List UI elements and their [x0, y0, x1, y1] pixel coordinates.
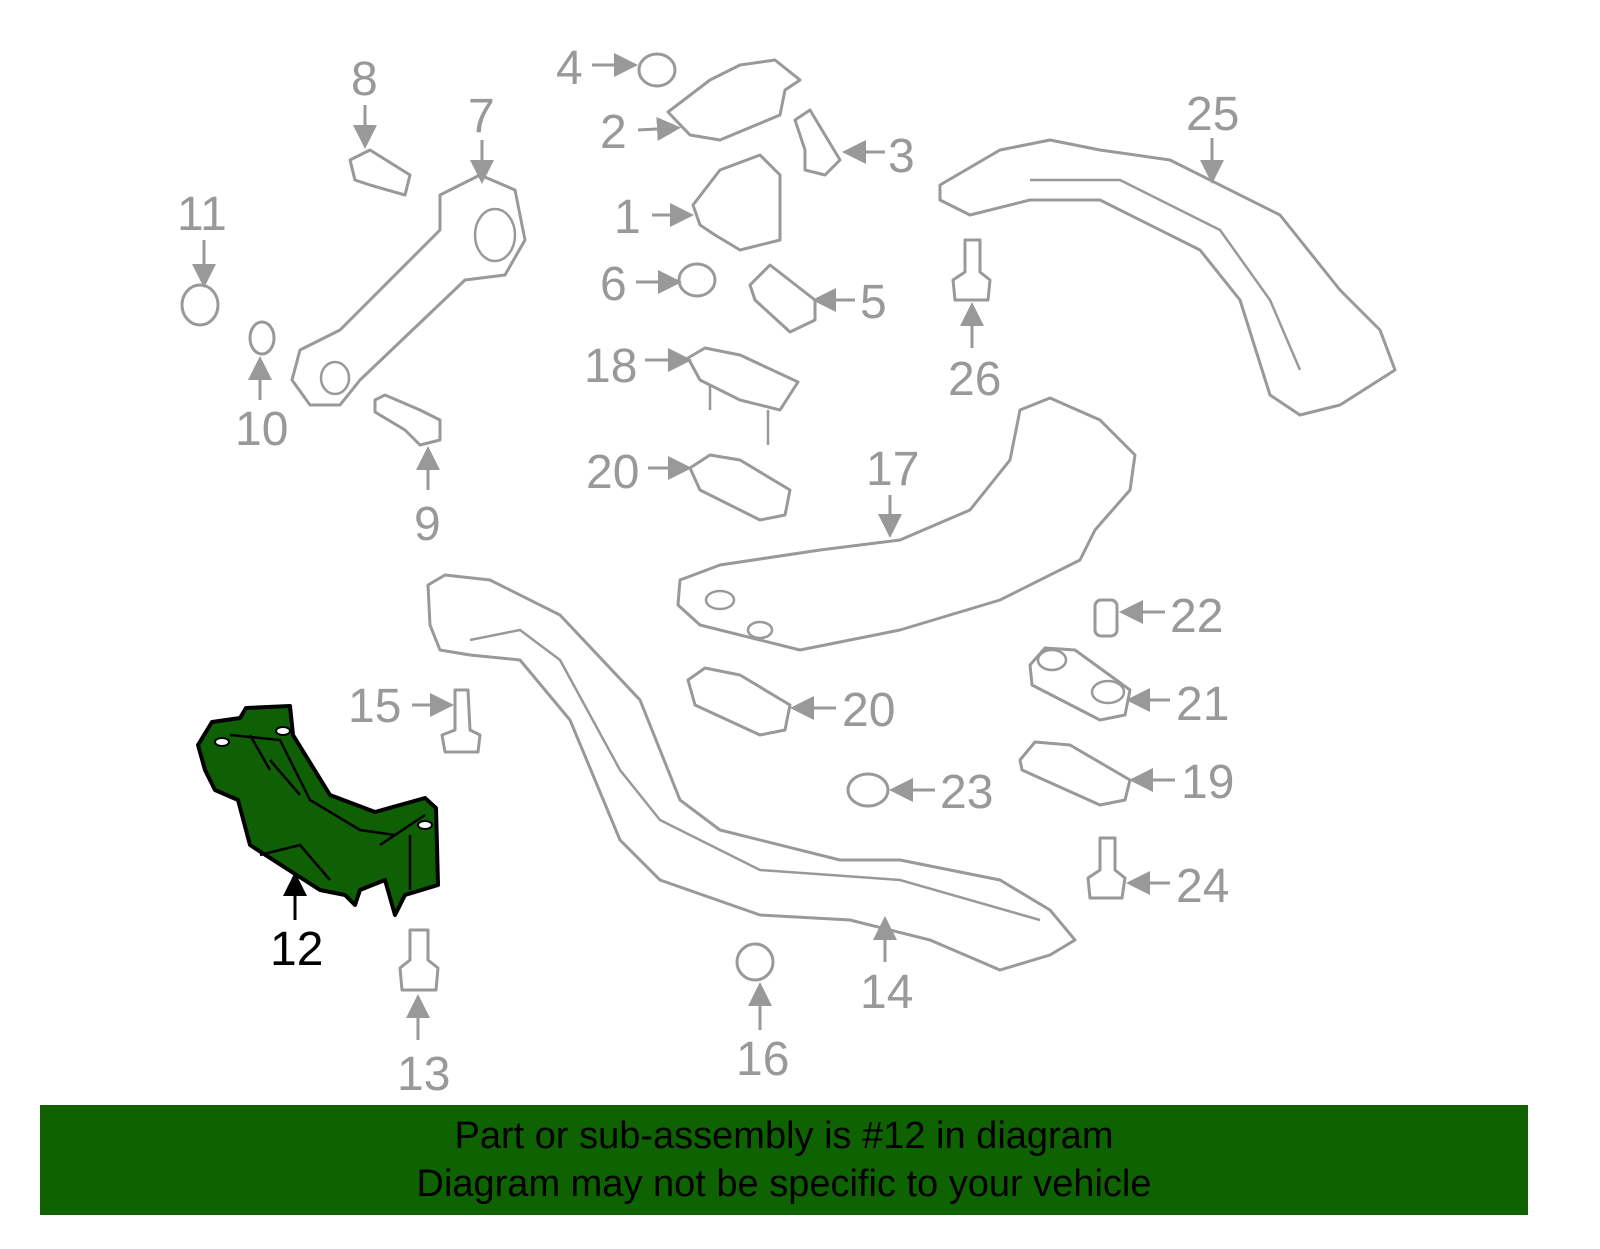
part-4-nut[interactable] — [637, 52, 677, 88]
part-20-pad-lower[interactable] — [686, 666, 792, 737]
callout-10: 10 — [235, 403, 288, 456]
banner-line-2: Diagram may not be specific to your vehi… — [416, 1163, 1152, 1205]
part-14-crossmember[interactable] — [426, 573, 1077, 972]
part-20-pad-upper[interactable] — [688, 453, 792, 522]
part-11-nut[interactable] — [180, 283, 220, 327]
info-banner: Part or sub-assembly is #12 in diagram D… — [40, 1105, 1528, 1215]
callout-20-lower: 20 — [842, 684, 895, 737]
part-12-transmission-mount-highlighted[interactable] — [196, 704, 440, 917]
callout-14: 14 — [860, 966, 913, 1019]
callout-1: 1 — [614, 191, 641, 244]
part-26-bolt[interactable] — [951, 238, 992, 302]
callout-18: 18 — [584, 340, 637, 393]
part-19-plate[interactable] — [1018, 740, 1132, 807]
callout-24: 24 — [1176, 860, 1229, 913]
part-7-torque-rod[interactable] — [290, 173, 527, 407]
callout-6: 6 — [600, 258, 627, 311]
callout-25: 25 — [1186, 88, 1239, 141]
part-21-mount[interactable] — [1028, 646, 1132, 722]
callout-22: 22 — [1170, 590, 1223, 643]
part-15-bolt[interactable] — [440, 688, 482, 754]
part-22-sleeve[interactable] — [1093, 598, 1119, 638]
callout-9: 9 — [414, 498, 441, 551]
callout-arrows — [192, 53, 1224, 1040]
part-18-mount[interactable] — [686, 346, 800, 445]
callout-7: 7 — [468, 90, 495, 143]
callout-5: 5 — [860, 276, 887, 329]
callout-labels: 1 2 3 4 5 6 7 8 9 10 11 12 13 14 15 16 1… — [177, 42, 1239, 1101]
callout-8: 8 — [351, 53, 378, 106]
callout-12: 12 — [270, 923, 323, 976]
callout-23: 23 — [940, 766, 993, 819]
callout-21: 21 — [1176, 678, 1229, 731]
part-16-nut[interactable] — [735, 942, 775, 982]
part-24-bolt[interactable] — [1086, 836, 1127, 900]
part-17-crossmember[interactable] — [676, 396, 1137, 652]
callout-20-upper: 20 — [586, 446, 639, 499]
part-5-bracket[interactable] — [748, 263, 817, 334]
part-13-bolt[interactable] — [398, 928, 440, 992]
callout-11: 11 — [177, 188, 227, 241]
callout-3: 3 — [888, 130, 915, 183]
part-2-bracket[interactable] — [666, 58, 802, 142]
part-8-bolt[interactable] — [348, 148, 412, 197]
callout-26: 26 — [948, 353, 1001, 406]
part-1-mount[interactable] — [691, 153, 782, 252]
part-3-bolt[interactable] — [793, 108, 842, 177]
part-23-nut[interactable] — [846, 772, 890, 808]
part-25-crossmember[interactable] — [938, 138, 1397, 417]
callout-2: 2 — [600, 106, 627, 159]
part-9-bolt[interactable] — [373, 393, 442, 447]
callout-13: 13 — [397, 1048, 450, 1101]
part-10-washer[interactable] — [248, 320, 276, 356]
callout-15: 15 — [348, 680, 401, 733]
callout-19: 19 — [1181, 756, 1234, 809]
callout-4: 4 — [556, 42, 583, 95]
part-6-nut[interactable] — [677, 262, 717, 298]
callout-17: 17 — [866, 443, 919, 496]
banner-line-1: Part or sub-assembly is #12 in diagram — [454, 1115, 1114, 1157]
callout-16: 16 — [736, 1033, 789, 1086]
